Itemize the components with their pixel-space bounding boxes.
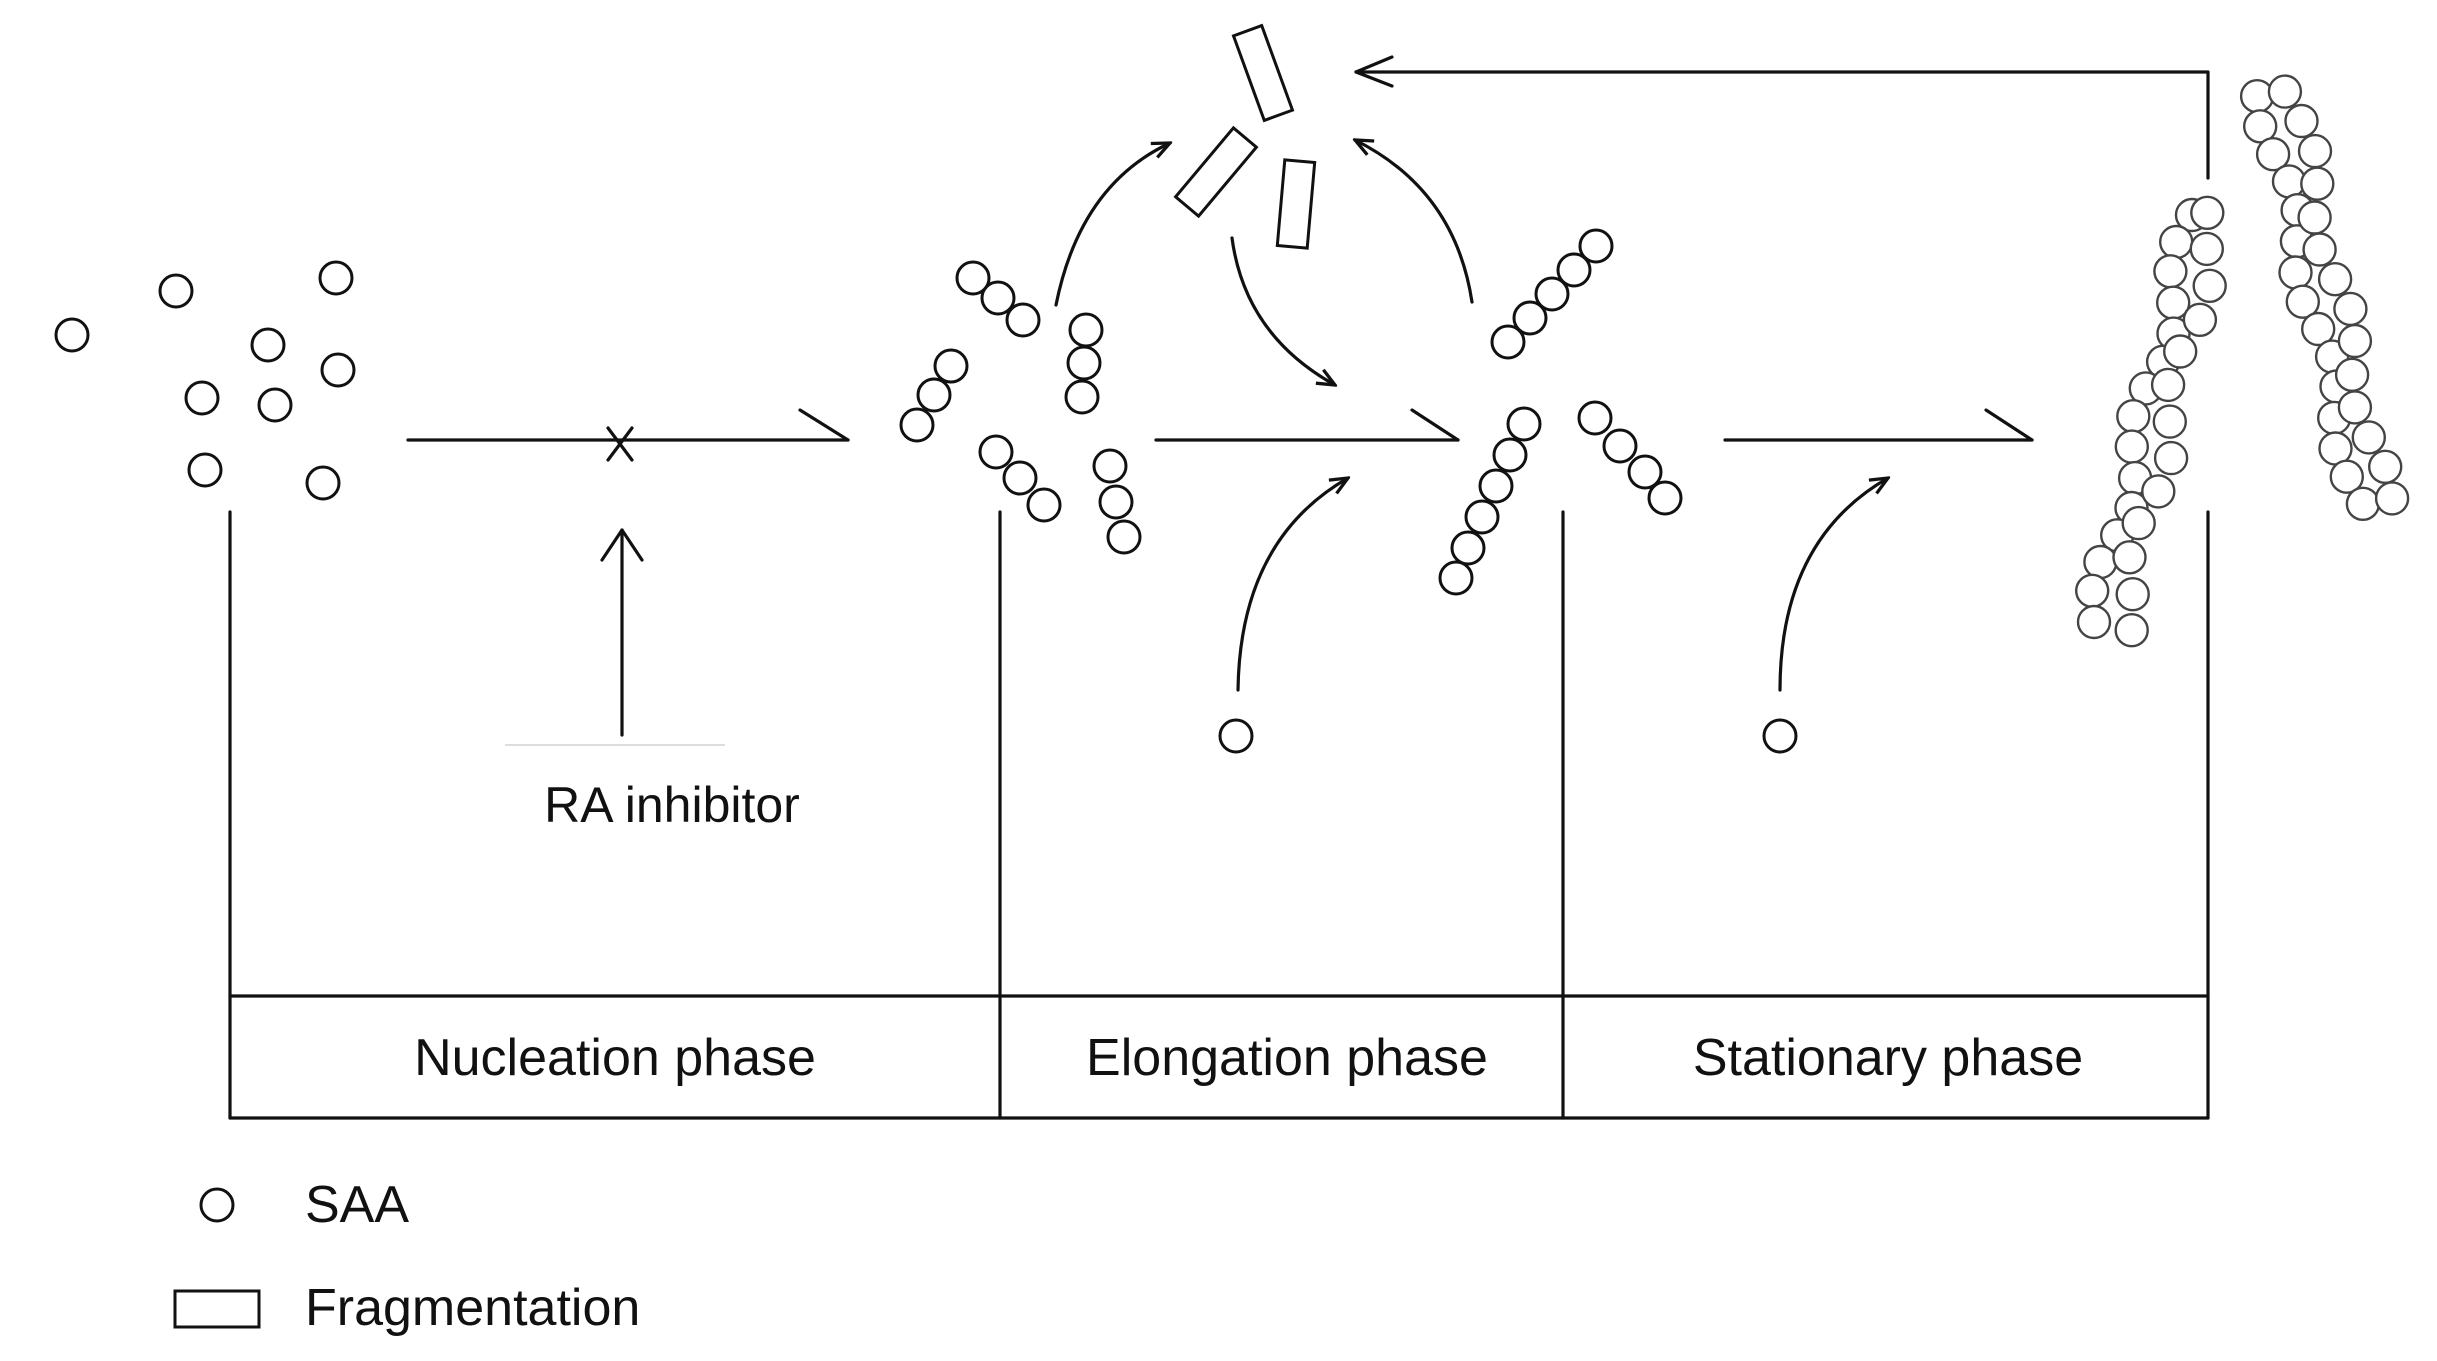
monomer-addition-arrow xyxy=(1236,478,1348,692)
phase-label-elongation: Elongation phase xyxy=(1086,1029,1488,1087)
fibril-subunit xyxy=(2076,604,2112,640)
fibril-subunit xyxy=(2271,164,2307,199)
fibril-subunit xyxy=(2112,540,2147,575)
saa-monomer xyxy=(1762,718,1798,754)
cycle-arrow-up-left xyxy=(1054,143,1170,307)
saa-monomer-cluster xyxy=(54,260,356,501)
fibril-subunit xyxy=(2351,420,2387,455)
fibril-subunit xyxy=(2278,255,2313,290)
saa-monomer xyxy=(257,387,293,423)
fibril-subunit xyxy=(2317,262,2353,297)
inhibitor-arrow xyxy=(600,528,644,737)
fibril-subunit xyxy=(2337,390,2373,425)
fibril-subunit xyxy=(2182,302,2218,337)
fibril-subunit xyxy=(2297,133,2333,169)
legend-item-fragmentation: Fragmentation xyxy=(173,1279,640,1337)
protofibril xyxy=(1438,406,1542,596)
monomer-addition-arrow-2 xyxy=(1778,478,1888,692)
saa-monomer xyxy=(320,352,356,388)
fibril-subunit xyxy=(2153,254,2188,289)
saa-legend-icon xyxy=(199,1187,235,1223)
fibril-subunit xyxy=(2152,404,2188,439)
blocked-mark-icon xyxy=(606,426,634,462)
fibril-subunit xyxy=(2267,74,2303,109)
fibril-subunit xyxy=(2074,573,2110,608)
fibril-subunit xyxy=(2333,291,2368,327)
saa-monomer xyxy=(318,260,354,296)
fibril-subunit xyxy=(2367,449,2403,484)
fibril-subunit xyxy=(2284,103,2319,139)
mature-fibril xyxy=(2074,195,2227,648)
phase-label-stationary: Stationary phase xyxy=(1693,1029,2083,1087)
fibril-subunit xyxy=(2300,166,2335,201)
fibril-subunit xyxy=(2192,268,2227,303)
fibril-subunit xyxy=(2115,577,2150,612)
fibril-subunit xyxy=(2300,311,2336,347)
fibril-subunit xyxy=(2083,544,2118,580)
fibril-subunit xyxy=(2334,357,2370,392)
fibril-subunit xyxy=(2297,200,2332,235)
fibril-subunit xyxy=(2285,284,2321,319)
saa-monomer xyxy=(54,317,90,353)
saa-monomer xyxy=(184,380,220,416)
fibril-subunit xyxy=(2337,323,2373,359)
phase-bracket-lines xyxy=(228,510,2210,1120)
fibril-subunit xyxy=(2239,78,2275,114)
secondary-nucleation-arrow xyxy=(1354,55,2210,180)
fibril-subunit xyxy=(2158,224,2194,260)
inhibitor-label: RA inhibitor xyxy=(544,777,800,833)
mature-fibril xyxy=(2239,74,2410,521)
protofibril xyxy=(1577,400,1683,516)
fibril-subunit xyxy=(2150,367,2186,403)
fibril-subunit xyxy=(2162,334,2198,369)
fibril-subunit xyxy=(2302,232,2337,267)
legend-item-saa: SAA xyxy=(199,1176,409,1234)
saa-monomer xyxy=(250,327,286,363)
oligomer xyxy=(1092,448,1142,555)
fibril-subunit xyxy=(2116,399,2151,434)
protofibril xyxy=(1490,228,1614,360)
oligomer xyxy=(978,434,1062,523)
fibril-subunit xyxy=(2190,195,2225,231)
nucleation-arrow xyxy=(406,408,850,442)
cycle-arrow-down xyxy=(1230,236,1335,385)
oligomer xyxy=(1064,312,1104,415)
fibril-subunit xyxy=(2345,486,2381,521)
fragment-legend-icon xyxy=(173,1289,261,1329)
saa-monomer xyxy=(187,452,223,488)
elongation-arrow xyxy=(1154,408,1460,442)
fibril-subunit xyxy=(2242,109,2278,144)
legend-label-fragmentation: Fragmentation xyxy=(305,1279,640,1337)
protofibril-group xyxy=(1438,228,1683,596)
fragment xyxy=(1275,158,1317,250)
fibril-subunit xyxy=(2141,474,2176,509)
fragment xyxy=(1231,23,1295,123)
saa-monomer xyxy=(158,273,194,309)
fibril-subunit xyxy=(2121,505,2156,541)
phase-label-nucleation: Nucleation phase xyxy=(414,1029,816,1087)
fibril-subunit xyxy=(2374,481,2410,516)
oligomer-group xyxy=(899,260,1142,555)
fibril-subunit xyxy=(2114,429,2150,464)
saa-monomer xyxy=(1218,718,1254,754)
saa-monomer xyxy=(305,465,341,501)
stationary-arrow xyxy=(1723,408,2034,442)
oligomer xyxy=(955,260,1041,338)
oligomer xyxy=(899,348,969,443)
fragment-group xyxy=(1173,23,1317,250)
legend-label-saa: SAA xyxy=(305,1176,409,1234)
legend: SAA Fragmentation xyxy=(173,1176,640,1337)
fibril-subunit xyxy=(2255,136,2291,172)
fibril-subunit xyxy=(2153,440,2189,476)
fragment xyxy=(1173,125,1259,219)
fibril-subunit xyxy=(2189,231,2225,267)
fibril-subunit xyxy=(2329,459,2365,494)
cycle-arrow-up-right xyxy=(1355,140,1474,304)
fibril-subunit xyxy=(2114,613,2149,648)
